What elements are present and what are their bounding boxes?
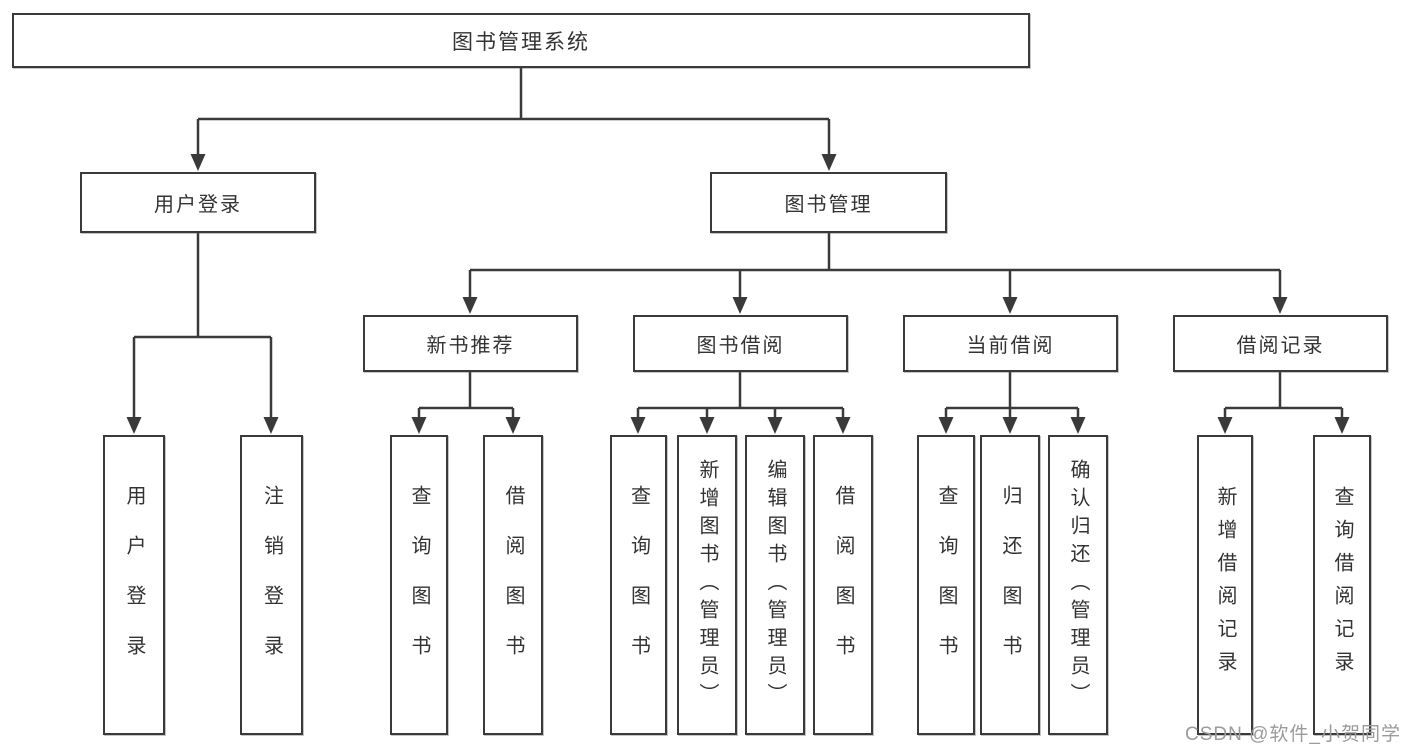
arrow-icon: [1334, 417, 1350, 434]
node-label: 用户登录: [123, 485, 145, 685]
arrow-icon: [767, 417, 783, 434]
arrow-icon: [462, 297, 478, 314]
leaf-nb-query-books: 查询图书: [390, 435, 448, 735]
arrow-icon: [126, 417, 142, 434]
node-label: 查询图书: [408, 485, 430, 685]
arrow-icon: [821, 154, 837, 171]
leaf-user-login: 用户登录: [103, 435, 165, 735]
node-label: 当前借阅: [966, 335, 1055, 357]
node-label: 借阅图书: [832, 485, 854, 685]
node-label: 查询借阅记录: [1331, 486, 1353, 684]
node-book-mgmt-group: 图书管理: [710, 172, 947, 233]
leaf-bb-query-books: 查询图书: [610, 435, 667, 735]
leaf-logout: 注销登录: [240, 435, 303, 735]
node-label: 借阅图书: [502, 485, 524, 685]
node-label: 查询图书: [935, 485, 957, 685]
node-label: 确认归还（管理员）: [1067, 459, 1089, 711]
arrow-icon: [1002, 297, 1018, 314]
arrow-icon: [190, 154, 206, 171]
leaf-br-add-record: 新增借阅记录: [1197, 435, 1253, 735]
node-label: 归还图书: [999, 485, 1021, 685]
arrow-icon: [835, 417, 851, 434]
leaf-br-query-record: 查询借阅记录: [1313, 435, 1371, 735]
node-label: 图书管理系统: [452, 30, 590, 54]
leaf-bb-borrow-books: 借阅图书: [813, 435, 873, 735]
node-root-system: 图书管理系统: [12, 13, 1030, 68]
node-label: 注销登录: [260, 485, 283, 685]
leaf-bb-edit-books-admin: 编辑图书（管理员）: [745, 435, 805, 735]
node-label: 图书借阅: [696, 335, 785, 357]
node-book-borrow: 图书借阅: [633, 315, 848, 372]
node-label: 图书管理: [784, 194, 873, 216]
arrow-icon: [1070, 417, 1086, 434]
leaf-bb-add-books-admin: 新增图书（管理员）: [677, 435, 737, 735]
arrow-icon: [938, 417, 954, 434]
node-label: 新增图书（管理员）: [696, 459, 718, 711]
arrow-icon: [1217, 417, 1233, 434]
node-new-book-rec: 新书推荐: [363, 315, 578, 372]
arrow-icon: [505, 417, 521, 434]
node-current-borrow: 当前借阅: [903, 315, 1118, 372]
arrow-icon: [411, 417, 427, 434]
leaf-nb-borrow-books: 借阅图书: [483, 435, 543, 735]
node-label: 新增借阅记录: [1214, 486, 1236, 684]
node-label: 新书推荐: [426, 335, 515, 357]
arrow-icon: [263, 417, 279, 434]
leaf-cb-query-books: 查询图书: [917, 435, 975, 735]
node-label: 用户登录: [154, 194, 242, 216]
node-label: 编辑图书（管理员）: [764, 459, 786, 711]
leaf-cb-return-books: 归还图书: [980, 435, 1040, 735]
arrow-icon: [1272, 297, 1288, 314]
node-user-login-group: 用户登录: [80, 172, 316, 233]
arrow-icon: [630, 417, 646, 434]
node-label: 查询图书: [627, 485, 650, 685]
arrow-icon: [732, 297, 748, 314]
leaf-cb-confirm-return-admin: 确认归还（管理员）: [1048, 435, 1108, 735]
arrow-icon: [1002, 417, 1018, 434]
arrow-icon: [699, 417, 715, 434]
node-label: 借阅记录: [1236, 335, 1325, 357]
csdn-watermark: CSDN @软件_小贺同学: [1185, 724, 1401, 745]
node-borrow-records: 借阅记录: [1173, 315, 1388, 372]
